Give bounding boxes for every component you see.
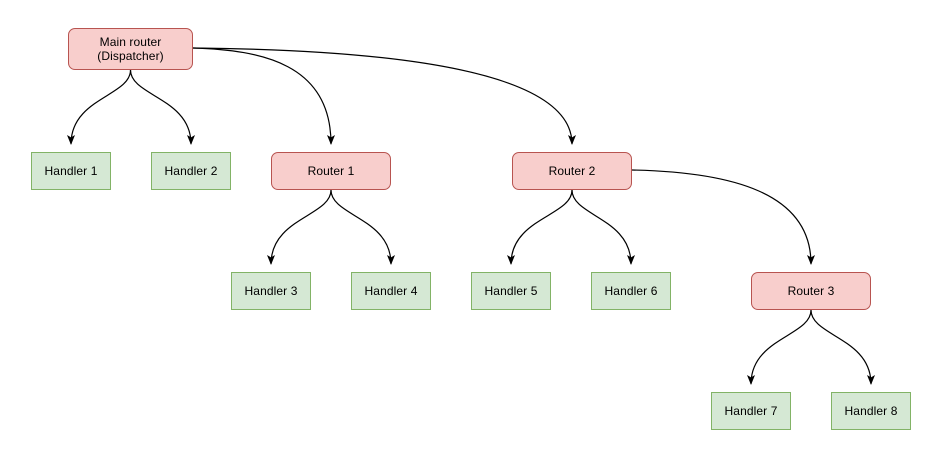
node-router-2[interactable]: Router 2 [512, 152, 632, 190]
node-handler-3-label: Handler 3 [244, 284, 298, 298]
edge-router-1-to-handler-3 [267, 189, 332, 265]
edge-router-3-to-handler-8 [810, 309, 875, 385]
edge-router-1-to-handler-4 [330, 189, 395, 265]
node-main-router[interactable]: Main router (Dispatcher) [68, 28, 193, 70]
node-handler-7[interactable]: Handler 7 [711, 392, 791, 430]
edge-main-to-handler-1 [67, 69, 132, 145]
node-handler-6-label: Handler 6 [604, 284, 658, 298]
node-router-3[interactable]: Router 3 [751, 272, 871, 310]
edge-router-3-to-handler-7 [747, 309, 812, 385]
node-handler-2-label: Handler 2 [164, 164, 218, 178]
node-handler-4[interactable]: Handler 4 [351, 272, 431, 310]
node-router-3-label: Router 3 [787, 284, 835, 298]
node-handler-5-label: Handler 5 [484, 284, 538, 298]
node-main-router-label: Main router (Dispatcher) [97, 35, 164, 63]
node-router-1[interactable]: Router 1 [271, 152, 391, 190]
edge-main-to-handler-2 [129, 69, 195, 145]
node-handler-8-label: Handler 8 [844, 404, 898, 418]
edge-router-2-to-router-3 [631, 169, 815, 265]
node-handler-7-label: Handler 7 [724, 404, 778, 418]
edge-main-to-router-1 [192, 47, 335, 145]
node-handler-5[interactable]: Handler 5 [471, 272, 551, 310]
node-router-1-label: Router 1 [307, 164, 355, 178]
node-handler-4-label: Handler 4 [364, 284, 418, 298]
node-handler-2[interactable]: Handler 2 [151, 152, 231, 190]
edge-main-to-router-2 [192, 47, 576, 145]
node-handler-8[interactable]: Handler 8 [831, 392, 911, 430]
node-handler-1-label: Handler 1 [44, 164, 98, 178]
node-handler-1[interactable]: Handler 1 [31, 152, 111, 190]
node-handler-6[interactable]: Handler 6 [591, 272, 671, 310]
edge-router-2-to-handler-6 [571, 189, 635, 265]
node-router-2-label: Router 2 [548, 164, 596, 178]
edge-router-2-to-handler-5 [507, 189, 573, 265]
node-handler-3[interactable]: Handler 3 [231, 272, 311, 310]
